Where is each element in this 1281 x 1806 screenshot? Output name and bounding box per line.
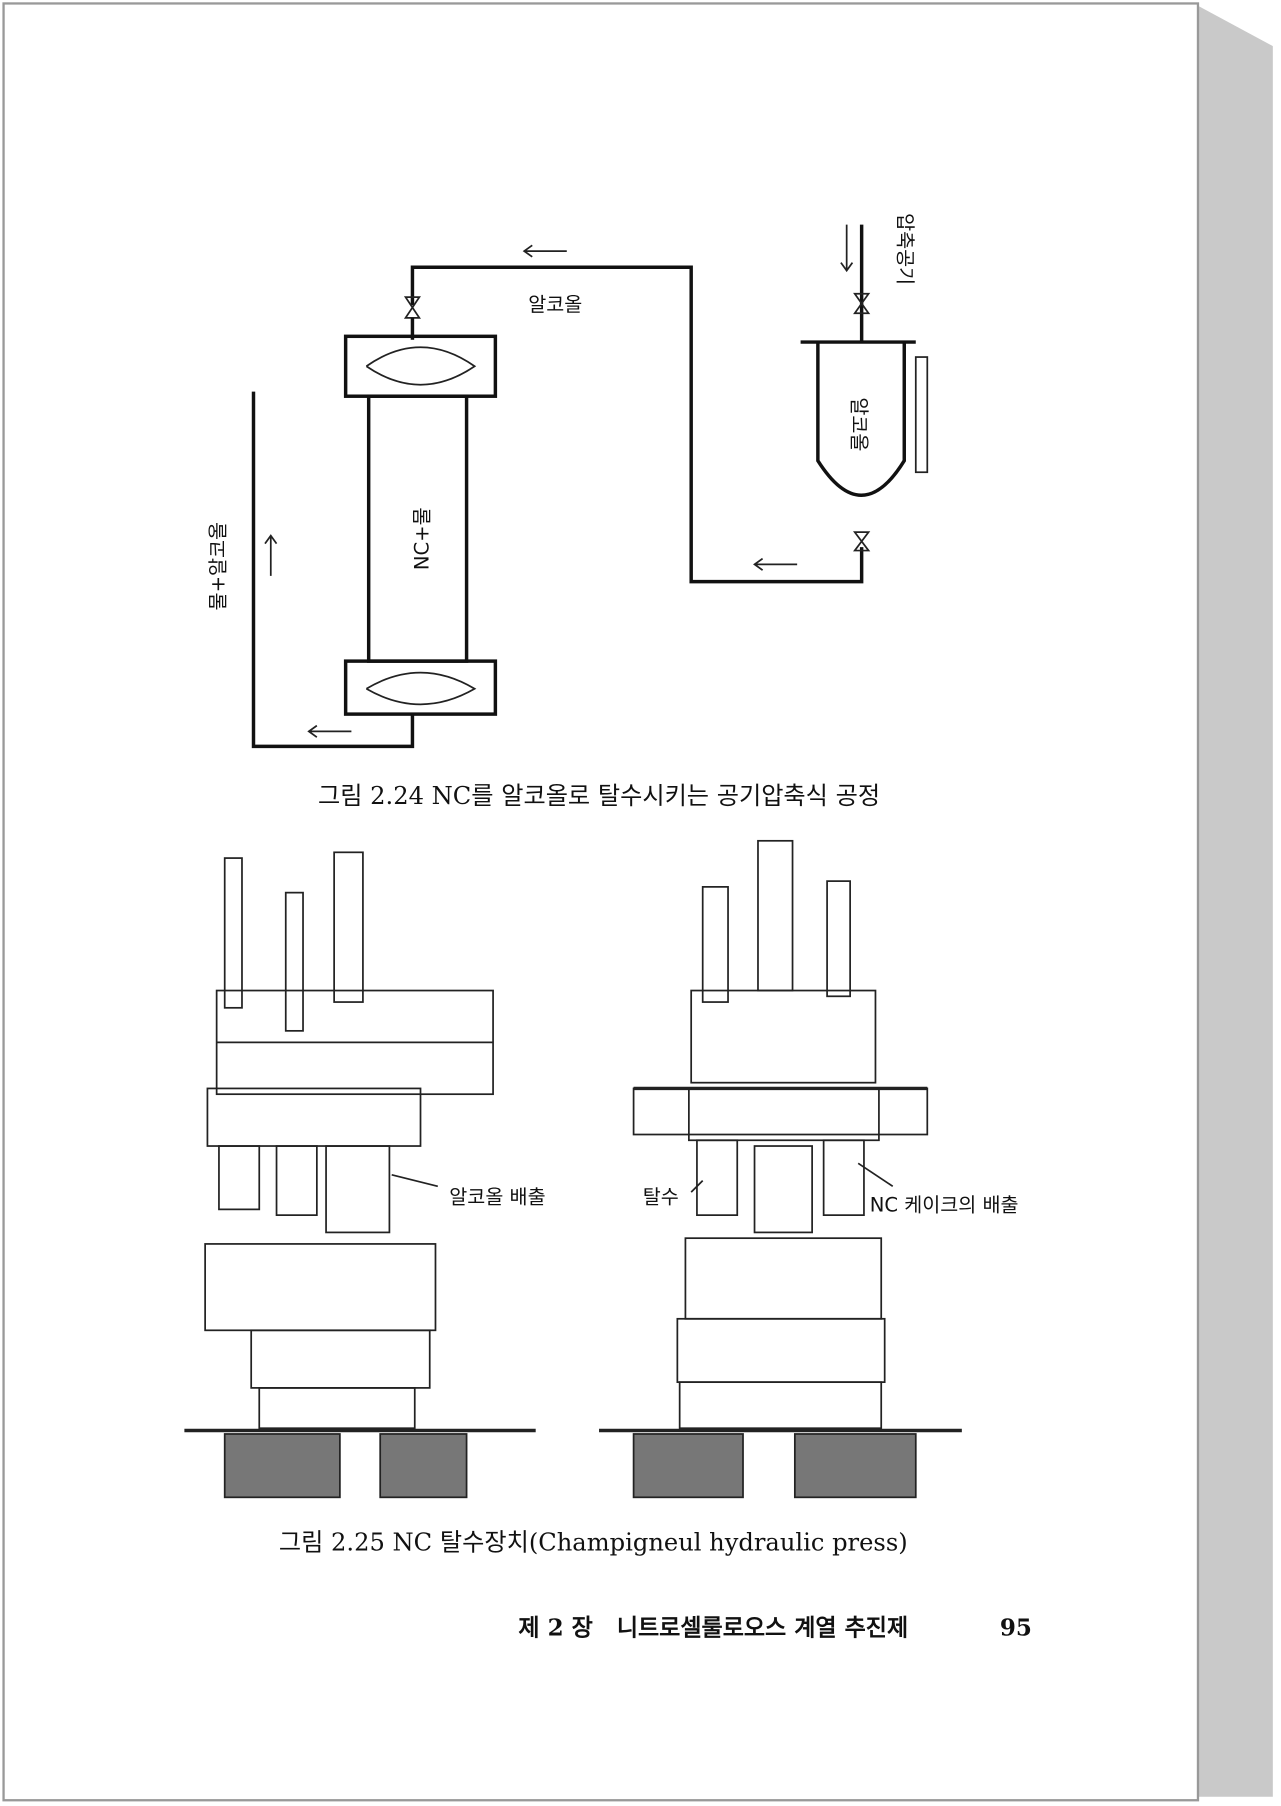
running-footer-chapter: 제 2 장 니트로셀룰로오스 계열 추진제 [518,1615,908,1642]
figure-2-24-caption: 그림 2.24 NC를 알코올로 탈수시키는 공기압축식 공정 [318,782,880,810]
alcohol-pipe [410,265,864,584]
valve-icon [853,292,871,315]
compressed-air-label: 압축공기 [894,213,917,285]
figure-2-25-press-right [599,839,962,1499]
cake-discharge-label: NC 케이크의 배출 [870,1194,1019,1217]
outlet-label: 물+알코올 [207,522,230,610]
dewatering-label: 탈수 [643,1186,679,1209]
page-edge-shadow [1197,5,1273,1797]
flow-arrows [264,224,854,738]
outlet-pipe [251,391,415,749]
alcohol-tank [816,342,906,497]
figure-2-25-caption: 그림 2.25 NC 탈수장치(Champigneul hydraulic pr… [279,1528,908,1556]
valve-icon [853,531,871,552]
alcohol-discharge-label: 알코올 배출 [449,1186,545,1209]
figure-2-25-press-left [184,851,536,1499]
page-number: 95 [1000,1615,1032,1642]
tank-label: 알코올 [847,397,870,451]
figure-2-24-diagram: 알코올 압축공기 알코올 NC+물 물+알코올 [207,213,929,749]
column-label: NC+물 [411,507,434,570]
column-bottom-flange [343,659,498,716]
alcohol-pipe-label: 알코올 [528,293,582,316]
page-sheet [2,2,1200,1802]
valve-icon [403,296,421,319]
